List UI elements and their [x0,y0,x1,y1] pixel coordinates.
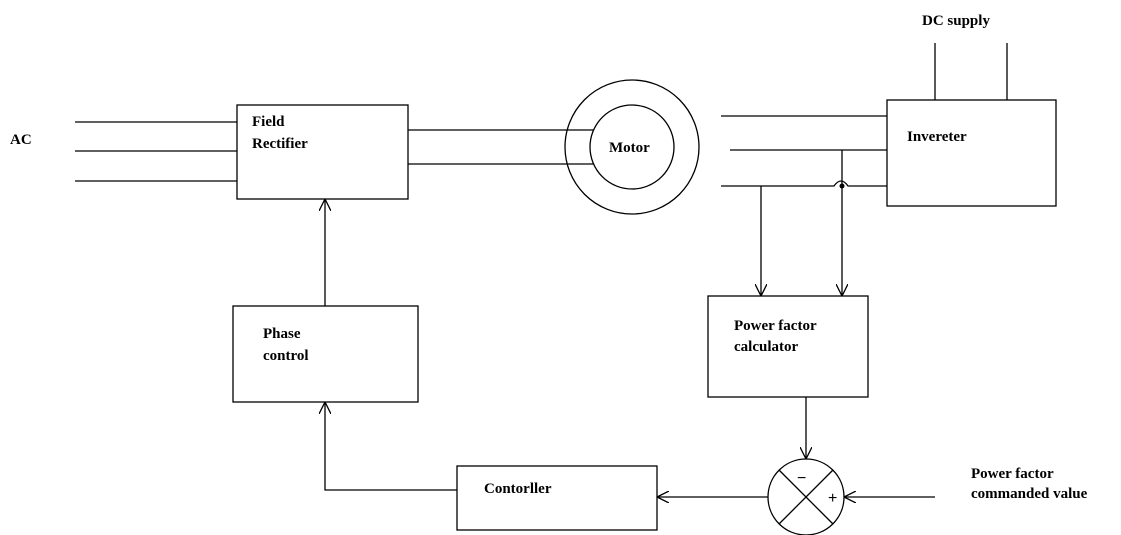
pf-calculator-label-line2: calculator [734,339,798,355]
field-rectifier-block [236,104,409,200]
field-rectifier-label-line1: Field [252,114,285,130]
phase-control-block [232,305,419,403]
controller-block [456,465,658,531]
motor-label: Motor [609,140,650,156]
power-factor-calculator-block [707,295,869,398]
pf-command-label-line2: commanded value [971,486,1088,502]
controller-label: Contorller [484,481,552,497]
dc-supply-leads [934,43,1008,100]
phase-control-label-line1: Phase [263,326,301,342]
dc-supply-label: DC supply [922,13,990,29]
field-rectifier-label-line2: Rectifier [252,136,308,152]
ac-input-lines [75,121,237,182]
rectifier-to-motor-lines [408,129,601,165]
inverter-label: Invereter [907,129,967,145]
plus-sign: + [828,490,837,507]
phase-control-label-line2: control [263,348,309,364]
pf-command-label-line1: Power factor [971,466,1054,482]
minus-sign: − [797,470,806,487]
controller-to-phase-arrow [325,402,457,491]
inverter-block [886,99,1057,207]
motor-stator-circle [564,79,700,215]
pf-calculator-label-line1: Power factor [734,318,817,334]
motor-rotor-circle [589,104,675,190]
motor-to-inverter-lines [721,115,887,187]
ac-label: AC [10,132,32,148]
junction-dot [839,183,845,189]
